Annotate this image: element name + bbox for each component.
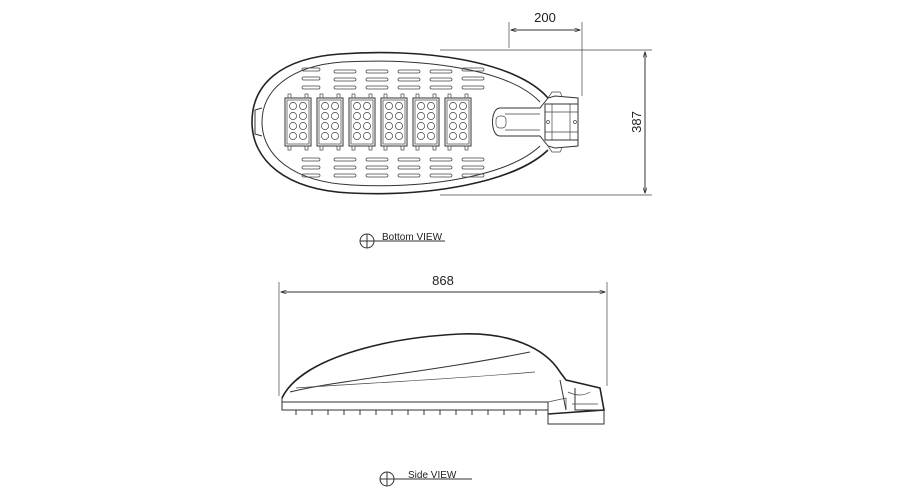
vent-slot [429,85,453,90]
vent-slot [397,157,421,162]
vent-slot [429,77,453,82]
vent-slot [397,173,421,178]
side-view: 868 Side VIEW [278,273,608,487]
led-modules [284,93,472,151]
led-module [348,93,376,151]
dimension-387-label: 387 [629,111,644,133]
led-module [380,93,408,151]
vent-slot [365,69,389,74]
vent-slot [301,173,321,178]
side-view-text: Side VIEW [408,470,457,481]
vent-slot [397,69,421,74]
side-view-label: Side VIEW [379,470,472,487]
vent-slot [461,85,485,90]
vent-slot [333,173,357,178]
mounting-bracket [492,91,579,153]
led-module [444,93,472,151]
vent-slot [397,77,421,82]
vent-slot [301,85,321,90]
vent-slot [397,165,421,170]
vent-slot [429,173,453,178]
vent-slots [301,67,485,178]
vent-slot [301,165,321,170]
led-module [316,93,344,151]
heat-fins [295,410,537,415]
bottom-view-text: Bottom VIEW [382,232,443,243]
side-housing-base [281,398,549,411]
end-cap [254,107,263,137]
bottom-view: 200 387 Bottom VIEW [251,10,652,249]
dimension-200: 200 [508,10,583,96]
vent-slot [301,67,321,72]
vent-slot [365,77,389,82]
vent-slot [365,165,389,170]
vent-slot [333,77,357,82]
vent-slot [461,76,485,81]
led-module [284,93,312,151]
side-bracket [547,379,605,425]
side-housing-dome [281,333,605,415]
vent-slot [461,173,485,178]
vent-slot [429,157,453,162]
dimension-200-label: 200 [534,10,556,25]
bottom-housing-outline [251,51,549,195]
vent-slot [429,69,453,74]
bottom-housing-inner [261,60,541,187]
dimension-387: 387 [440,49,652,196]
vent-slot [365,157,389,162]
vent-slot [333,165,357,170]
dimension-868-label: 868 [432,273,454,288]
vent-slot [333,85,357,90]
bottom-view-label: Bottom VIEW [359,232,445,249]
vent-slot [461,67,485,72]
vent-slot [301,157,321,162]
vent-slot [429,165,453,170]
vent-slot [333,157,357,162]
vent-slot [301,76,321,81]
led-module [412,93,440,151]
vent-slot [461,157,485,162]
dimension-868: 868 [278,273,608,396]
vent-slot [461,165,485,170]
vent-slot [365,85,389,90]
vent-slot [365,173,389,178]
vent-slot [397,85,421,90]
vent-slot [333,69,357,74]
